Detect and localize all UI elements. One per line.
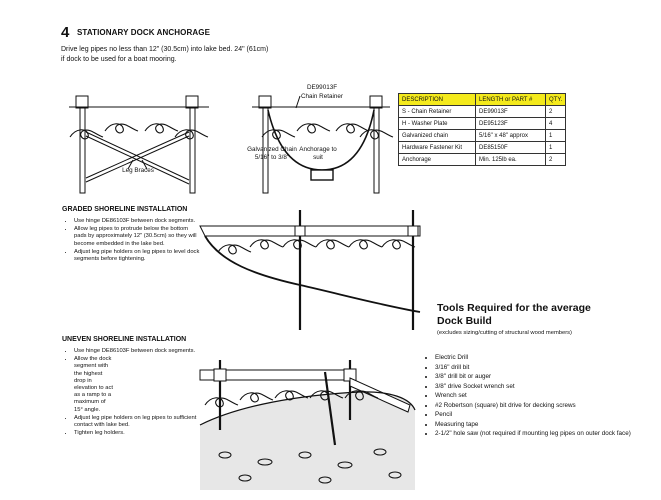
leg-brace-diagram (69, 95, 209, 194)
galvanized-chain-label: Galvanized Chain (247, 146, 297, 153)
tools-subtitle: (excludes sizing/cutting of structural w… (437, 330, 572, 336)
tools-title: Tools Required for the average Dock Buil… (437, 302, 591, 327)
table-row: S - Chain Retainer DE99013F 2 (398, 105, 567, 118)
part-number-label: DE99013F (307, 84, 337, 91)
uneven-shoreline-drawing (199, 360, 416, 490)
intro-line: Drive leg pipes no less than 12" (30.5cm… (61, 46, 269, 53)
col-description: DESCRIPTION (398, 93, 476, 106)
uneven-title: UNEVEN SHORELINE INSTALLATION (62, 336, 187, 343)
graded-bullets: Use hinge DE86103F between dock segments… (64, 218, 202, 264)
table-row: Anchorage Min. 125lb ea. 2 (398, 153, 567, 166)
tools-title-line: Tools Required for the average (437, 302, 591, 314)
chain-anchorage-diagram (252, 95, 394, 194)
list-item: Measuring tape (435, 421, 650, 429)
list-item: Electric Drill (435, 354, 650, 362)
step-number: 4 (61, 24, 70, 41)
chain-retainer-label: Chain Retainer (301, 93, 343, 100)
list-item: Use hinge DE86103F between dock segments… (74, 218, 202, 225)
graded-title: GRADED SHORELINE INSTALLATION (62, 206, 188, 213)
intro-line: if dock to be used for a boat mooring. (61, 56, 177, 63)
list-item: 3/8" drive Socket wrench set (435, 383, 650, 391)
uneven-bullets: Use hinge DE86103F between dock segments… (64, 348, 204, 438)
table-row: Galvanized chain 5/16" x 48" approx 1 (398, 129, 567, 142)
list-item: Use hinge DE86103F between dock segments… (74, 348, 199, 355)
tools-list: Electric Drill 3/16" drill bit 3/8" dril… (425, 354, 650, 440)
intro-text: Drive leg pipes no less than 12" (30.5cm… (61, 45, 361, 65)
list-item: Allow leg pipes to protrude below the bo… (74, 226, 202, 248)
list-item: Allow the dock segment with the highest … (74, 356, 114, 414)
cell: Anchorage (398, 153, 476, 166)
parts-table: DESCRIPTION LENGTH or PART # QTY. S - Ch… (398, 93, 567, 166)
galvanized-chain-size-label: 5/16" to 3/8" (255, 154, 289, 161)
list-item: Adjust leg pipe holders on leg pipes to … (74, 415, 199, 429)
tools-title-line: Dock Build (437, 314, 492, 327)
cell: 2 (544, 153, 567, 166)
anchorage-label: Anchorage to (299, 146, 337, 153)
step-title: STATIONARY DOCK ANCHORAGE (77, 28, 211, 37)
list-item: Adjust leg pipe holders on leg pipes to … (74, 249, 202, 263)
leg-braces-label: Leg Braces (122, 167, 154, 174)
anchorage-suit-label: suit (313, 154, 323, 161)
list-item: Wrench set (435, 392, 650, 400)
list-item: 2-1/2" hole saw (not required if mountin… (435, 430, 650, 438)
list-item: 3/8" drill bit or auger (435, 373, 650, 381)
graded-shoreline-drawing (199, 210, 421, 330)
list-item: Pencil (435, 411, 650, 419)
list-item: 3/16" drill bit (435, 364, 650, 372)
list-item: Tighten leg holders. (74, 430, 199, 437)
list-item: #2 Robertson (square) bit drive for deck… (435, 402, 650, 410)
